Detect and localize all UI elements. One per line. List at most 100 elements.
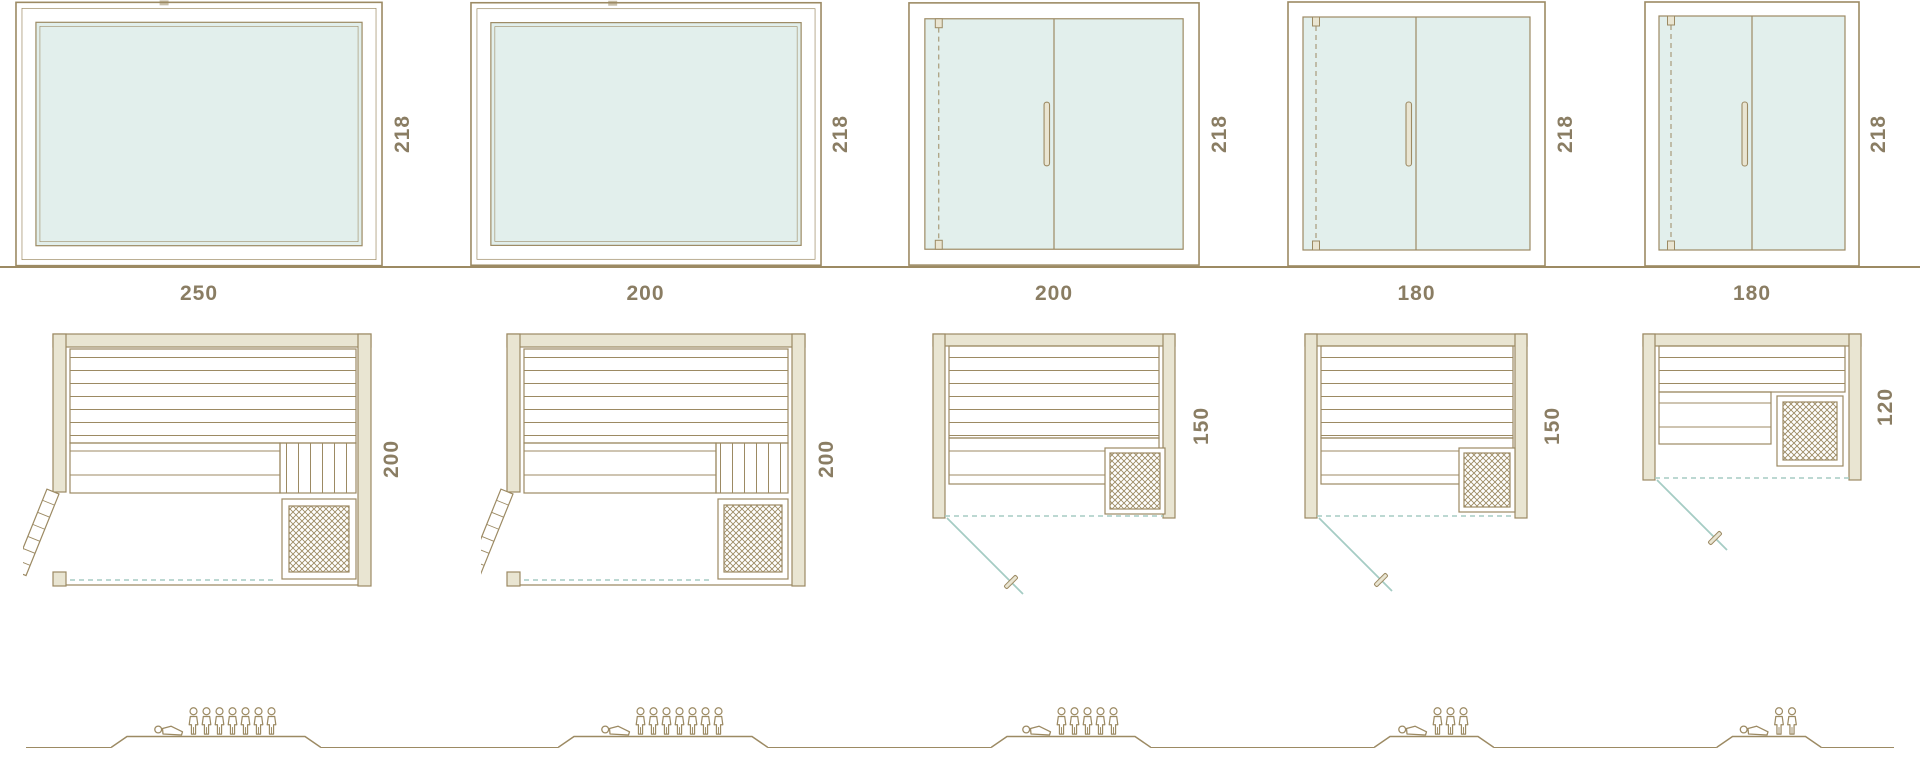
- depth-dimension-label: 200: [815, 439, 839, 479]
- capacity-figures: [601, 706, 725, 736]
- right-wall: [1513, 333, 1528, 519]
- capacity-figures: [1740, 706, 1799, 736]
- width-dimension-label: 250: [179, 282, 219, 305]
- capacity-group: [111, 706, 321, 749]
- height-dimension-label: 218: [391, 114, 415, 154]
- front-elevation: 218: [905, 0, 1237, 268]
- left-wall: [505, 333, 521, 493]
- heater-icon: [288, 505, 350, 573]
- floor-plan: 150: [905, 332, 1237, 624]
- model-column-180x150: 218 180 150: [1284, 0, 1584, 770]
- ground-line: [26, 747, 1894, 748]
- front-elevation-drawing: [1644, 1, 1860, 267]
- plank-deck: [714, 442, 789, 494]
- front-elevation-drawing: [15, 0, 383, 267]
- back-wall: [1303, 333, 1528, 347]
- width-dimension-label: 180: [1732, 282, 1772, 305]
- left-wall: [1303, 333, 1318, 519]
- floor-plan: 150: [1284, 332, 1584, 624]
- front-elevation: 218: [467, 0, 859, 268]
- ground-bump: [557, 735, 768, 749]
- model-column-200x200: 218 200: [467, 0, 859, 770]
- right-wall: [357, 333, 372, 587]
- depth-dimension-label: 120: [1874, 387, 1898, 427]
- door-handle-icon: [1708, 531, 1722, 545]
- lower-bench: [522, 442, 717, 494]
- front-elevation-drawing: [908, 2, 1200, 266]
- hinge-top-icon: [1667, 15, 1675, 26]
- floor-plan-drawing: [1303, 333, 1528, 592]
- upper-bench: [69, 348, 357, 444]
- model-column-200x150: 218 200 150: [905, 0, 1237, 770]
- heater-icon: [1109, 452, 1161, 510]
- upper-bench: [522, 348, 789, 444]
- left-wall: [52, 333, 67, 493]
- front-elevation-drawing: [469, 0, 822, 267]
- capacity-group: [557, 706, 768, 749]
- heater-guard: [716, 498, 789, 580]
- floor-plan-drawing: [480, 333, 806, 587]
- capacity-figures: [154, 706, 278, 736]
- heater-icon: [1782, 401, 1838, 461]
- back-wall: [1642, 333, 1862, 347]
- hinge-bottom-icon: [1312, 240, 1320, 251]
- door-handle-icon: [1405, 101, 1413, 167]
- top-tick-mark: [159, 0, 169, 6]
- capacity-group: [1716, 706, 1822, 749]
- right-wall: [1848, 333, 1862, 481]
- door-handle-icon: [1373, 573, 1388, 587]
- glass-panel: [35, 21, 363, 247]
- upper-bench: [1319, 345, 1514, 439]
- depth-dimension-label: 150: [1190, 406, 1214, 446]
- floor-plan: 200: [467, 332, 859, 632]
- section-floor-line: [0, 266, 1920, 268]
- door-handle-icon: [1043, 101, 1051, 167]
- person-icon: [711, 706, 726, 736]
- hinge-bottom-icon: [934, 239, 943, 250]
- heater-icon: [722, 504, 783, 573]
- floor-plan: 200: [12, 332, 420, 632]
- depth-dimension-label: 200: [380, 439, 404, 479]
- floor-plan-drawing: [932, 333, 1176, 595]
- front-elevation-drawing: [1287, 1, 1546, 267]
- width-dimension-label: 200: [626, 282, 665, 305]
- person-icon: [264, 706, 279, 736]
- capacity-group: [991, 706, 1151, 749]
- ground-bump: [111, 735, 321, 749]
- heater-icon: [1462, 452, 1511, 508]
- upper-bench: [1658, 345, 1846, 393]
- right-wall: [790, 333, 806, 587]
- height-dimension-label: 218: [1867, 114, 1891, 154]
- right-wall: [1162, 333, 1176, 519]
- ground-bump: [991, 735, 1151, 749]
- capacity-figures: [1022, 706, 1120, 736]
- top-tick-mark: [607, 0, 617, 6]
- front-elevation: 218: [1284, 0, 1584, 268]
- lower-bench: [69, 442, 281, 494]
- ground-bump: [1716, 735, 1822, 749]
- door-handle-icon: [1004, 575, 1018, 589]
- capacity-figures: [1398, 706, 1470, 736]
- width-dimension-label: 180: [1397, 282, 1436, 305]
- hinge-top-icon: [934, 18, 943, 29]
- back-wall: [52, 333, 372, 348]
- front-elevation: 218: [1630, 0, 1908, 268]
- person-icon: [1785, 706, 1800, 736]
- left-wall: [932, 333, 946, 519]
- depth-dimension-label: 150: [1541, 406, 1565, 446]
- plank-deck: [279, 442, 357, 494]
- back-wall: [932, 333, 1176, 347]
- side-bench: [1658, 391, 1772, 445]
- person-icon: [1456, 706, 1471, 736]
- upper-bench: [948, 345, 1160, 439]
- model-column-250x200: 218 250: [12, 0, 420, 770]
- capacity-group: [1373, 706, 1494, 749]
- wood-door-leaf: [480, 488, 514, 577]
- left-wall: [1642, 333, 1656, 481]
- hinge-bottom-icon: [1667, 240, 1675, 251]
- wood-door-leaf: [23, 488, 60, 577]
- back-wall: [505, 333, 806, 348]
- floor-plan-drawing: [23, 333, 372, 587]
